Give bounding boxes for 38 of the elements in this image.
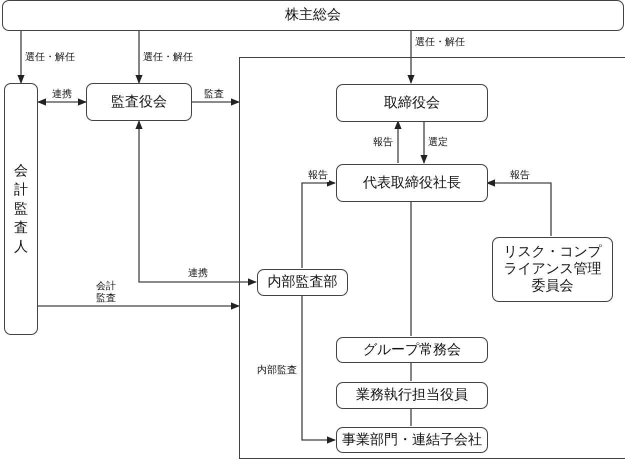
edge-label: 監査 [203, 89, 225, 101]
edge-label: 内部監査 [256, 365, 298, 377]
arrow [192, 98, 240, 106]
edge-label: 選定 [427, 137, 449, 149]
arrow [394, 120, 402, 163]
frame-box [239, 57, 625, 459]
edge-label: 選任・解任 [24, 52, 76, 64]
auditor-box: 会計監査人 [4, 83, 38, 335]
process-box: リスク・コンプライアンス管理委員会 [492, 237, 613, 302]
connector-line [410, 201, 412, 336]
arrow [135, 31, 143, 84]
connector-line [410, 362, 412, 381]
edge-label: 選任・解任 [142, 52, 194, 64]
arrow [301, 179, 336, 268]
arrow [301, 295, 336, 444]
process-box: 監査役会 [86, 83, 192, 121]
edge-label: 会計監査 [95, 281, 118, 305]
arrow [420, 121, 428, 164]
arrow [407, 31, 415, 84]
edge-label: 連携 [187, 268, 209, 280]
arrow [135, 120, 257, 286]
arrow [486, 179, 552, 236]
meeting-box: 株主総会 [2, 0, 624, 31]
process-box: グループ常務会 [336, 337, 488, 363]
process-box: 業務執行担当役員 [336, 382, 488, 409]
process-box: 代表取締役社長 [336, 164, 488, 202]
edge-label: 選任・解任 [414, 37, 466, 49]
connector-line [410, 408, 412, 426]
process-box: 事業部門・連結子会社 [336, 427, 488, 453]
edge-label: 報告 [307, 170, 329, 182]
arrow [17, 31, 25, 84]
edge-label: 連携 [51, 89, 73, 101]
arrow [37, 98, 87, 106]
edge-label: 報告 [372, 137, 394, 149]
process-box: 内部監査部 [257, 269, 348, 296]
process-box: 取締役会 [336, 84, 488, 122]
edge-label: 報告 [509, 170, 531, 182]
arrow [38, 302, 240, 310]
